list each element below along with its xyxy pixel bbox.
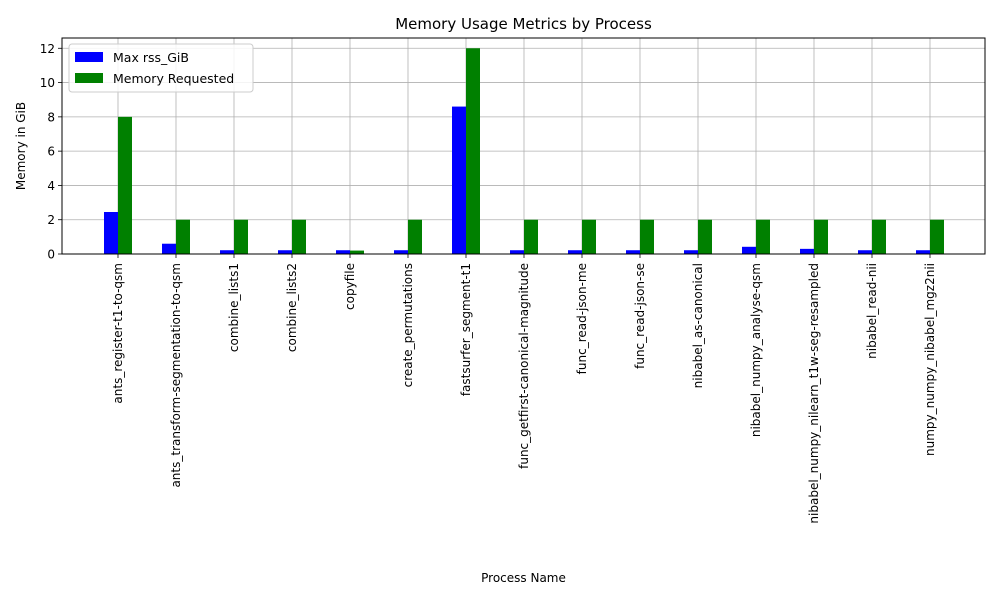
x-tick-label: func_read-json-se: [633, 263, 647, 369]
bar-memory-requested: [698, 219, 712, 254]
x-tick-label: numpy_numpy_nibabel_mgz2nii: [923, 263, 937, 456]
legend-label: Memory Requested: [113, 71, 234, 86]
bar-max-rss: [916, 250, 930, 254]
x-tick-label: ants_register-t1-to-qsm: [111, 263, 125, 404]
x-tick-label: nibabel_numpy_analyse-qsm: [749, 263, 763, 437]
x-tick-label: nibabel_read-nii: [865, 263, 879, 359]
bar-memory-requested: [582, 219, 596, 254]
x-tick-label: func_read-json-me: [575, 263, 589, 374]
bar-memory-requested: [176, 219, 190, 254]
x-tick-label: func_getfirst-canonical-magnitude: [517, 263, 531, 469]
x-tick-label: copyfile: [343, 263, 357, 310]
y-tick-label: 10: [40, 76, 55, 90]
y-tick-label: 12: [40, 42, 55, 56]
y-tick-label: 6: [47, 145, 55, 159]
legend-swatch: [75, 73, 103, 83]
legend-swatch: [75, 52, 103, 62]
legend-label: Max rss_GiB: [113, 50, 189, 65]
y-tick-label: 4: [47, 179, 55, 193]
y-tick-label: 2: [47, 213, 55, 227]
x-tick-label: ants_transform-segmentation-to-qsm: [169, 263, 183, 488]
y-tick-label: 8: [47, 110, 55, 124]
bar-max-rss: [684, 250, 698, 254]
bar-memory-requested: [814, 219, 828, 254]
bar-max-rss: [104, 212, 118, 254]
bar-max-rss: [510, 250, 524, 254]
bar-memory-requested: [756, 219, 770, 254]
legend-box: [68, 43, 254, 93]
x-tick-label: fastsurfer_segment-t1: [459, 263, 473, 396]
bar-memory-requested: [466, 48, 480, 255]
bar-memory-requested: [524, 219, 538, 254]
bar-max-rss: [336, 250, 350, 254]
y-tick-label: 0: [47, 248, 55, 262]
bar-max-rss: [394, 250, 408, 254]
x-tick-label: combine_lists2: [285, 263, 299, 352]
bar-max-rss: [452, 106, 466, 254]
bar-memory-requested: [350, 250, 364, 254]
bar-max-rss: [162, 243, 176, 254]
ticks-layer: 0 2 4 6 8 10 12 ants_register-t1-to-qsm ants_tra…: [40, 42, 937, 524]
x-tick-label: nibabel_as-canonical: [691, 263, 705, 388]
x-axis-label: Process Name: [481, 571, 566, 585]
bar-max-rss: [220, 250, 234, 254]
bar-memory-requested: [930, 219, 944, 254]
bar-max-rss: [568, 250, 582, 254]
bar-max-rss: [626, 250, 640, 254]
bar-memory-requested: [118, 116, 132, 254]
bars-layer: [104, 48, 944, 255]
bar-memory-requested: [640, 219, 654, 254]
y-axis-label: Memory in GiB: [14, 102, 28, 190]
bar-max-rss: [800, 248, 814, 254]
chart-title: Memory Usage Metrics by Process: [395, 15, 652, 33]
bar-memory-requested: [292, 219, 306, 254]
x-tick-label: nibabel_numpy_nilearn_t1w-seg-resampled: [807, 263, 821, 524]
bar-max-rss: [742, 246, 756, 254]
bar-memory-requested: [408, 219, 422, 254]
bar-memory-requested: [234, 219, 248, 254]
bar-max-rss: [278, 250, 292, 254]
legend: Max rss_GiB Memory Requested: [68, 43, 254, 93]
plot-frame: [61, 37, 986, 255]
bar-max-rss: [858, 250, 872, 254]
x-tick-label: create_permutations: [401, 263, 415, 387]
x-tick-label: combine_lists1: [227, 263, 241, 352]
bar-memory-requested: [872, 219, 886, 254]
